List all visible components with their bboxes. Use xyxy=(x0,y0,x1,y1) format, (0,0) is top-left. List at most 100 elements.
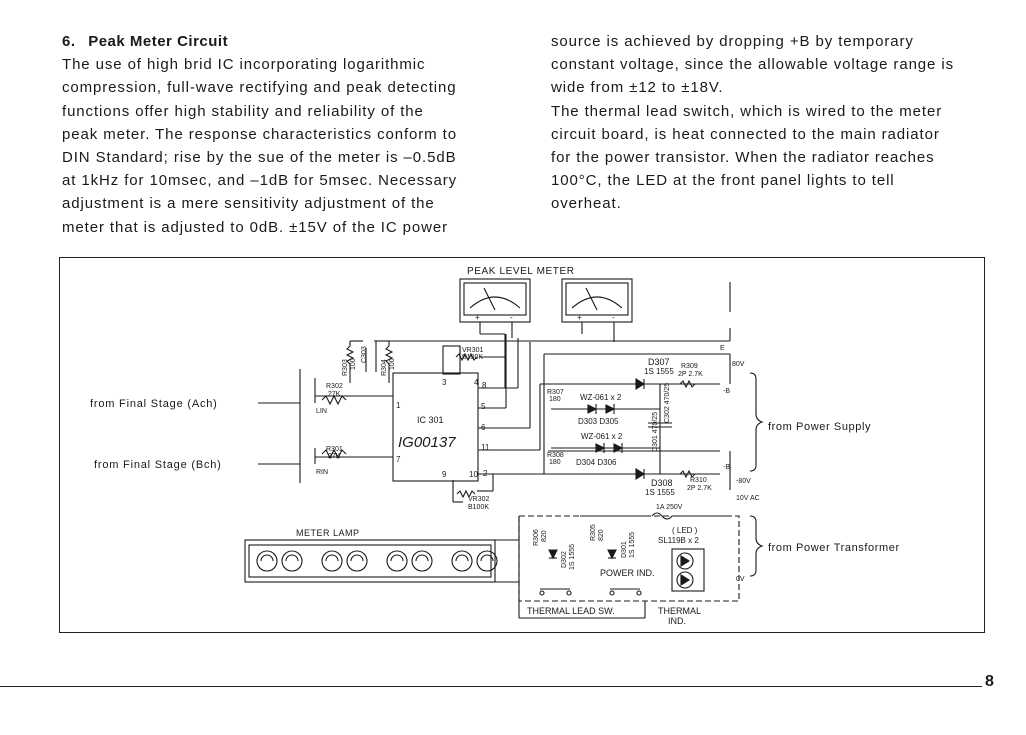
svg-text:D301: D301 xyxy=(621,541,628,558)
svg-text:R303: R303 xyxy=(342,359,349,376)
svg-text:THERMAL LEAD SW.: THERMAL LEAD SW. xyxy=(527,606,615,616)
svg-text:( LED ): ( LED ) xyxy=(672,526,698,535)
output-label-transformer: from Power Transformer xyxy=(768,542,900,554)
svg-text:D303 D305: D303 D305 xyxy=(578,417,619,426)
svg-text:C302 470/25: C302 470/25 xyxy=(664,383,671,423)
meter-a: + - xyxy=(459,278,531,338)
ic-301 xyxy=(392,372,479,482)
svg-text:820: 820 xyxy=(541,530,548,542)
text-line: The thermal lead switch, which is wired … xyxy=(551,102,943,120)
text-line: circuit board, is heat connected to the … xyxy=(551,125,940,143)
svg-text:1S 1555: 1S 1555 xyxy=(569,544,576,570)
svg-text:820: 820 xyxy=(598,529,605,541)
svg-text:SL119B x 2: SL119B x 2 xyxy=(658,536,699,545)
svg-text:-B: -B xyxy=(723,388,730,395)
text-line: wide from ±12 to ±18V. xyxy=(551,79,724,97)
svg-text:D304 D306: D304 D306 xyxy=(576,458,617,467)
footer-rule xyxy=(0,686,982,687)
svg-text:D307: D307 xyxy=(648,357,670,367)
svg-text:POWER IND.: POWER IND. xyxy=(600,568,655,578)
svg-text:2P 2.7K: 2P 2.7K xyxy=(687,485,712,492)
section-title: Peak Meter Circuit xyxy=(88,33,229,50)
svg-text:VR302: VR302 xyxy=(468,496,490,503)
svg-text:180: 180 xyxy=(549,459,561,466)
left-paragraph: The use of high brid IC incorporating lo… xyxy=(62,53,486,239)
svg-text:180: 180 xyxy=(549,396,561,403)
circuit-diagram: PEAK LEVEL METER + - + - IC 301 IG00137 … xyxy=(90,266,900,626)
svg-text:R308: R308 xyxy=(547,452,564,459)
svg-text:1S 1555: 1S 1555 xyxy=(629,532,636,558)
text-line: meter that is adjusted to 0dB. ±15V of t… xyxy=(62,218,448,236)
svg-text:10: 10 xyxy=(469,470,478,479)
text-line: for the power transistor. When the radia… xyxy=(551,149,935,167)
svg-text:1A 250V: 1A 250V xyxy=(656,504,683,511)
svg-text:R307: R307 xyxy=(547,389,564,396)
svg-text:R306: R306 xyxy=(533,529,540,546)
svg-text:LIN: LIN xyxy=(316,408,327,415)
svg-text:-80V: -80V xyxy=(736,478,751,485)
svg-text:7: 7 xyxy=(396,455,401,464)
right-column: source is achieved by dropping +B by tem… xyxy=(551,30,979,216)
svg-text:1S 1555: 1S 1555 xyxy=(644,367,674,376)
svg-text:+: + xyxy=(475,313,480,322)
svg-text:D308: D308 xyxy=(651,478,673,488)
svg-text:-B: -B xyxy=(723,464,730,471)
section-heading: 6. Peak Meter Circuit xyxy=(62,30,486,53)
ic-part-handwritten: IG00137 xyxy=(398,434,456,451)
svg-text:80V: 80V xyxy=(732,361,745,368)
svg-text:R305: R305 xyxy=(590,524,597,541)
svg-text:WZ-061 x 2: WZ-061 x 2 xyxy=(580,393,622,402)
svg-text:10V AC: 10V AC xyxy=(736,495,760,502)
text-line: constant voltage, since the allowable vo… xyxy=(551,56,954,74)
diagram-title: PEAK LEVEL METER xyxy=(467,266,575,277)
svg-text:27K: 27K xyxy=(328,391,341,398)
meter-lamps xyxy=(256,550,498,572)
svg-text:R302: R302 xyxy=(326,383,343,390)
svg-text:METER LAMP: METER LAMP xyxy=(296,528,360,538)
svg-text:+: + xyxy=(577,313,582,322)
text-line: source is achieved by dropping +B by tem… xyxy=(551,33,914,50)
svg-text:WZ-061 x 2: WZ-061 x 2 xyxy=(581,432,623,441)
text-line: functions offer high stability and relia… xyxy=(62,102,424,120)
svg-text:R301: R301 xyxy=(326,446,343,453)
svg-text:-: - xyxy=(612,313,615,322)
svg-text:R310: R310 xyxy=(690,477,707,484)
svg-text:11: 11 xyxy=(481,443,490,452)
text-line: peak meter. The response characteristics… xyxy=(62,125,457,143)
ic-name: IC 301 xyxy=(417,415,444,425)
text-line: compression, full-wave rectifying and pe… xyxy=(62,79,457,97)
svg-text:9: 9 xyxy=(442,470,447,479)
svg-text:VR301: VR301 xyxy=(462,347,484,354)
svg-text:8: 8 xyxy=(482,381,487,390)
input-label-b: from Final Stage (Bch) xyxy=(94,459,222,471)
svg-text:1: 1 xyxy=(396,401,401,410)
svg-text:27K: 27K xyxy=(328,453,341,460)
output-label-supply: from Power Supply xyxy=(768,421,871,433)
svg-text:IND.: IND. xyxy=(668,616,686,626)
svg-text:5: 5 xyxy=(481,402,486,411)
text-line: at 1kHz for 10msec, and –1dB for 5msec. … xyxy=(62,172,458,190)
svg-text:2P 2.7K: 2P 2.7K xyxy=(678,371,703,378)
text-line: overheat. xyxy=(551,195,622,213)
right-paragraph: source is achieved by dropping +B by tem… xyxy=(551,30,979,216)
svg-text:100: 100 xyxy=(389,358,396,370)
ic-pins: 1 2 3 4 5 6 7 8 9 10 11 xyxy=(396,378,490,479)
svg-text:-: - xyxy=(510,313,513,322)
svg-text:THERMAL: THERMAL xyxy=(658,606,701,616)
text-line: adjustment is a mere sensitivity adjustm… xyxy=(62,195,435,213)
svg-text:0V: 0V xyxy=(736,576,745,583)
svg-text:RIN: RIN xyxy=(316,469,328,476)
svg-text:R309: R309 xyxy=(681,363,698,370)
text-line: The use of high brid IC incorporating lo… xyxy=(62,56,426,74)
section-number: 6. xyxy=(62,33,76,50)
meter-b: + - xyxy=(561,278,633,342)
svg-text:C303: C303 xyxy=(361,346,368,363)
svg-text:1S 1555: 1S 1555 xyxy=(645,488,675,497)
svg-text:B100K: B100K xyxy=(468,504,489,511)
page-number: 8 xyxy=(985,673,994,690)
left-column: 6. Peak Meter Circuit The use of high br… xyxy=(62,30,486,239)
svg-text:R304: R304 xyxy=(381,359,388,376)
text-line: DIN Standard; rise by the sue of the met… xyxy=(62,149,457,167)
schematic-frame: PEAK LEVEL METER + - + - IC 301 IG00137 … xyxy=(59,257,985,633)
svg-text:4: 4 xyxy=(474,378,479,387)
